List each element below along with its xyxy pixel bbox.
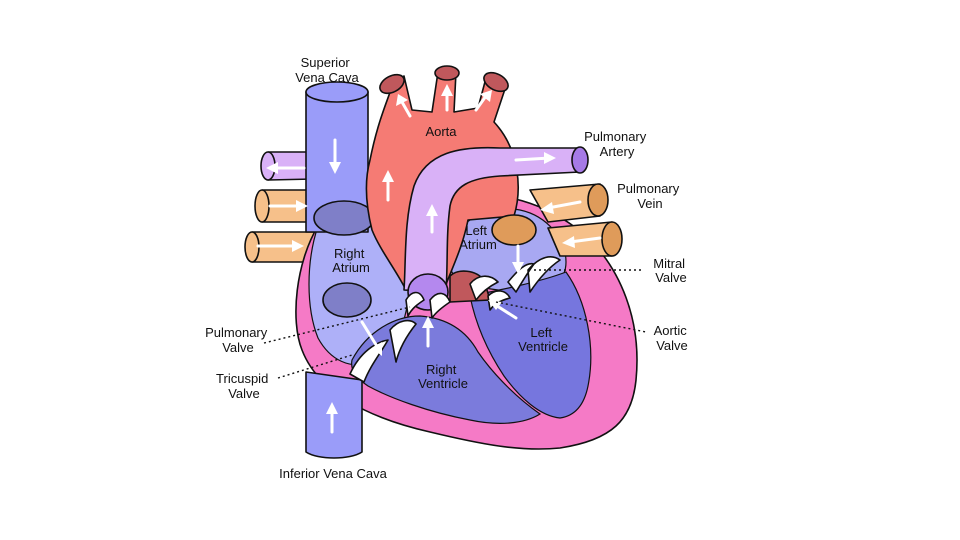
label-mitral-valve: Mitral Valve: [653, 256, 688, 285]
pulmonary-vein-right: [491, 183, 623, 257]
label-inferior-vena-cava: Inferior Vena Cava: [279, 466, 387, 481]
label-left-atrium: Left Atrium: [459, 223, 497, 252]
label-aorta: Aorta: [425, 124, 457, 139]
label-left-ventricle: Left Ventricle: [518, 325, 568, 354]
label-pulmonary-artery: Pulmonary Artery: [584, 129, 650, 159]
label-tricuspid-valve: Tricuspid Valve: [216, 371, 272, 401]
label-right-atrium: Right Atrium: [332, 246, 370, 275]
label-aortic-valve: Aortic Valve: [654, 323, 691, 353]
label-right-ventricle: Right Ventricle: [418, 362, 468, 391]
valves: [349, 256, 561, 383]
label-pulmonary-vein: Pulmonary Vein: [617, 181, 683, 211]
aortic-valve-shape: [469, 275, 511, 311]
label-superior-vena-cava: Superior Vena Cava: [295, 55, 359, 85]
tricuspid-valve-shape: [349, 319, 417, 383]
superior-vena-cava: [305, 81, 375, 236]
label-pulmonary-valve: Pulmonary Valve: [205, 325, 271, 355]
inferior-vena-cava: [305, 282, 372, 459]
leader-lines: [263, 269, 647, 379]
pulmonary-valve-shape: [405, 291, 451, 319]
flow-arrows: [256, 84, 602, 434]
mitral-valve-shape: [507, 256, 561, 293]
